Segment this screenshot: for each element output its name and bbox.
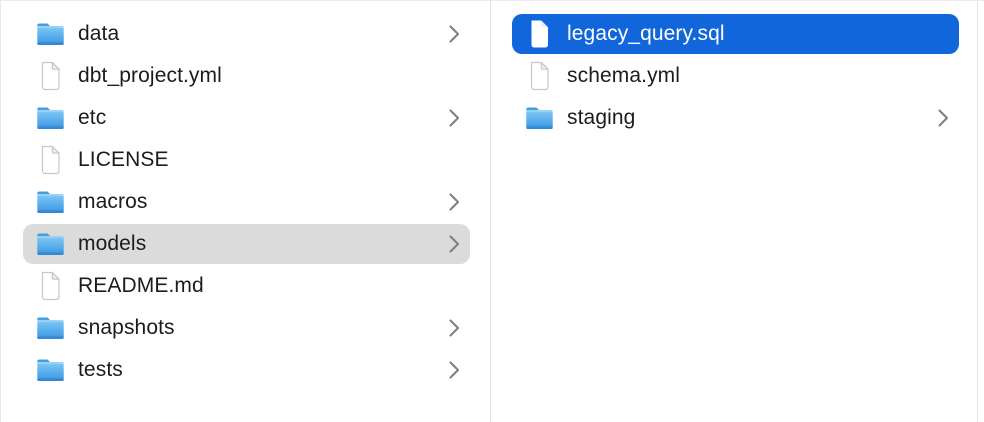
file-row-dbt-project-yml[interactable]: dbt_project.yml (23, 56, 470, 96)
file-name: models (78, 232, 147, 255)
file-name: schema.yml (567, 64, 681, 87)
folder-icon (35, 313, 66, 344)
file-name: LICENSE (78, 148, 169, 171)
document-icon (524, 61, 555, 92)
finder-column-contents: legacy_query.sql (491, 1, 978, 422)
file-row-license[interactable]: LICENSE (23, 140, 470, 180)
folder-icon (35, 355, 66, 386)
folder-row-tests[interactable]: tests (23, 350, 470, 390)
file-name: dbt_project.yml (78, 64, 222, 87)
file-row-schema-yml[interactable]: schema.yml (512, 56, 959, 96)
file-name: snapshots (78, 316, 175, 339)
document-icon (35, 271, 66, 302)
chevron-right-icon (449, 109, 460, 127)
file-row-readme-md[interactable]: README.md (23, 266, 470, 306)
finder-column-parent: data (1, 1, 491, 422)
document-icon (524, 19, 555, 50)
file-name: etc (78, 106, 107, 129)
finder-column-empty (978, 1, 984, 422)
file-name: tests (78, 358, 123, 381)
folder-icon (35, 229, 66, 260)
chevron-right-icon (938, 109, 949, 127)
file-name: data (78, 22, 120, 45)
folder-icon (524, 103, 555, 134)
file-name: macros (78, 190, 148, 213)
folder-row-macros[interactable]: macros (23, 182, 470, 222)
chevron-right-icon (449, 235, 460, 253)
file-row-legacy-query-sql[interactable]: legacy_query.sql (512, 14, 959, 54)
folder-icon (35, 19, 66, 50)
folder-row-data[interactable]: data (23, 14, 470, 54)
file-name: staging (567, 106, 636, 129)
folder-row-models[interactable]: models (23, 224, 470, 264)
folder-row-snapshots[interactable]: snapshots (23, 308, 470, 348)
folder-row-staging[interactable]: staging (512, 98, 959, 138)
chevron-right-icon (449, 193, 460, 211)
chevron-right-icon (449, 319, 460, 337)
document-icon (35, 61, 66, 92)
chevron-right-icon (449, 361, 460, 379)
folder-row-etc[interactable]: etc (23, 98, 470, 138)
document-icon (35, 145, 66, 176)
file-name: README.md (78, 274, 204, 297)
file-name: legacy_query.sql (567, 22, 725, 45)
folder-icon (35, 187, 66, 218)
folder-icon (35, 103, 66, 134)
chevron-right-icon (449, 25, 460, 43)
